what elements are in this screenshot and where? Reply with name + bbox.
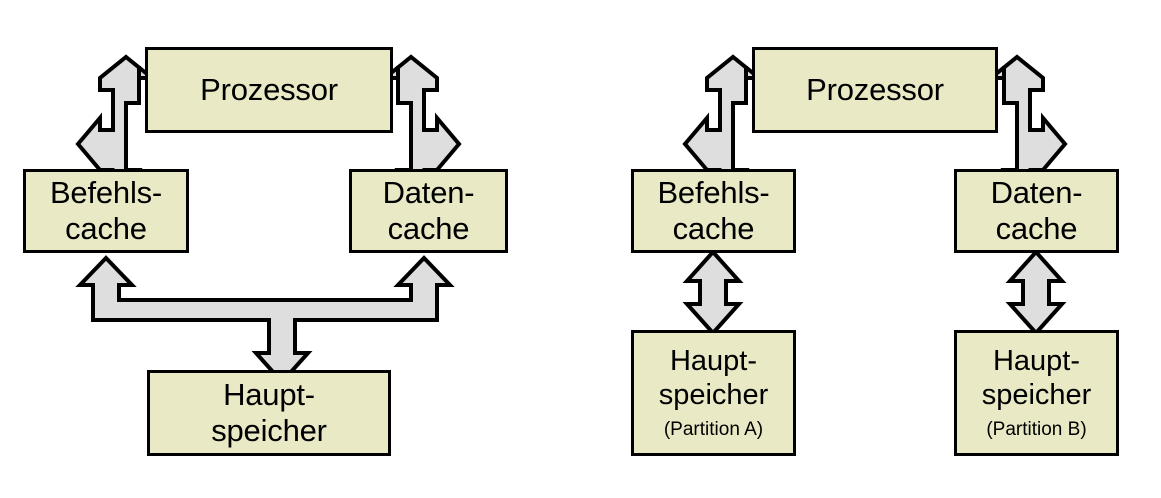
right-data-cache-box[interactable]: Daten- cache [954,169,1119,253]
arrow-right-instruction-cache-memory-a [682,249,744,336]
right-main-memory-a-label: Haupt- speicher [658,345,769,411]
right-main-memory-b-box[interactable]: Haupt- speicher (Partition B) [954,330,1119,456]
right-main-memory-b-sublabel: (Partition B) [986,419,1087,440]
left-data-cache-label: Daten- cache [382,175,475,246]
right-data-cache-label: Daten- cache [990,175,1083,246]
left-instruction-cache-label: Befehls- cache [49,175,163,246]
right-processor-label: Prozessor [806,72,944,107]
right-main-memory-a-sublabel: (Partition A) [663,419,764,440]
left-processor-box[interactable]: Prozessor [145,47,393,133]
right-instruction-cache-box[interactable]: Befehls- cache [631,169,796,253]
left-processor-label: Prozessor [200,72,338,107]
right-main-memory-b-label: Haupt- speicher [981,345,1092,411]
arrow-left-shared-memory-bus [75,255,455,385]
right-main-memory-a-box[interactable]: Haupt- speicher (Partition A) [631,330,796,456]
right-processor-box[interactable]: Prozessor [752,47,998,133]
left-main-memory-label: Haupt- speicher [211,377,327,448]
arrow-right-data-cache-memory-b [1005,249,1067,336]
left-main-memory-box[interactable]: Haupt- speicher [147,370,391,456]
right-instruction-cache-label: Befehls- cache [657,175,770,246]
left-data-cache-box[interactable]: Daten- cache [349,169,508,253]
left-instruction-cache-box[interactable]: Befehls- cache [23,169,189,253]
